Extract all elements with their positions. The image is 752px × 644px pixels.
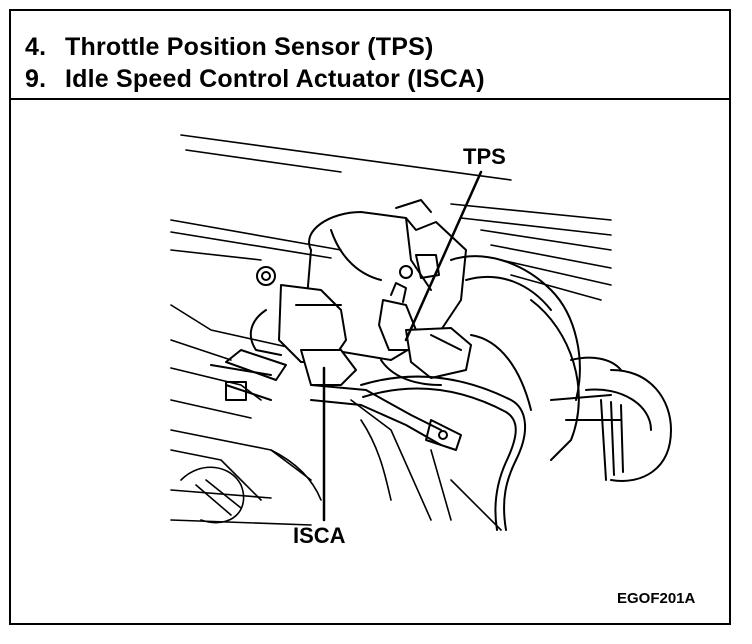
legend-number: 4. [25, 33, 47, 61]
tps-leader-line [404, 170, 483, 342]
legend-number: 9. [25, 65, 47, 93]
legend-item-tps: 4. Throttle Position Sensor (TPS) [25, 33, 434, 62]
legend-item-isca: 9. Idle Speed Control Actuator (ISCA) [25, 65, 485, 94]
throttle-body [256, 199, 467, 361]
engine-illustration-panel: TPS ISCA EGOF201A [11, 100, 729, 623]
lower-engine-parts [180, 399, 502, 531]
legend-text: Idle Speed Control Actuator (ISCA) [65, 65, 485, 93]
isca-callout-label: ISCA [293, 523, 346, 548]
engine-illustration [170, 134, 672, 531]
legend-header: 4. Throttle Position Sensor (TPS) 9. Idle … [11, 11, 729, 100]
wiring-harness [310, 334, 532, 531]
diagram-frame: 4. Throttle Position Sensor (TPS) 9. Idle … [9, 9, 731, 625]
legend-text: Throttle Position Sensor (TPS) [65, 33, 434, 61]
figure-code: EGOF201A [617, 590, 696, 607]
isca-actuator [210, 284, 357, 401]
tps-callout-label: TPS [463, 144, 506, 169]
air-intake-duct [450, 255, 672, 482]
